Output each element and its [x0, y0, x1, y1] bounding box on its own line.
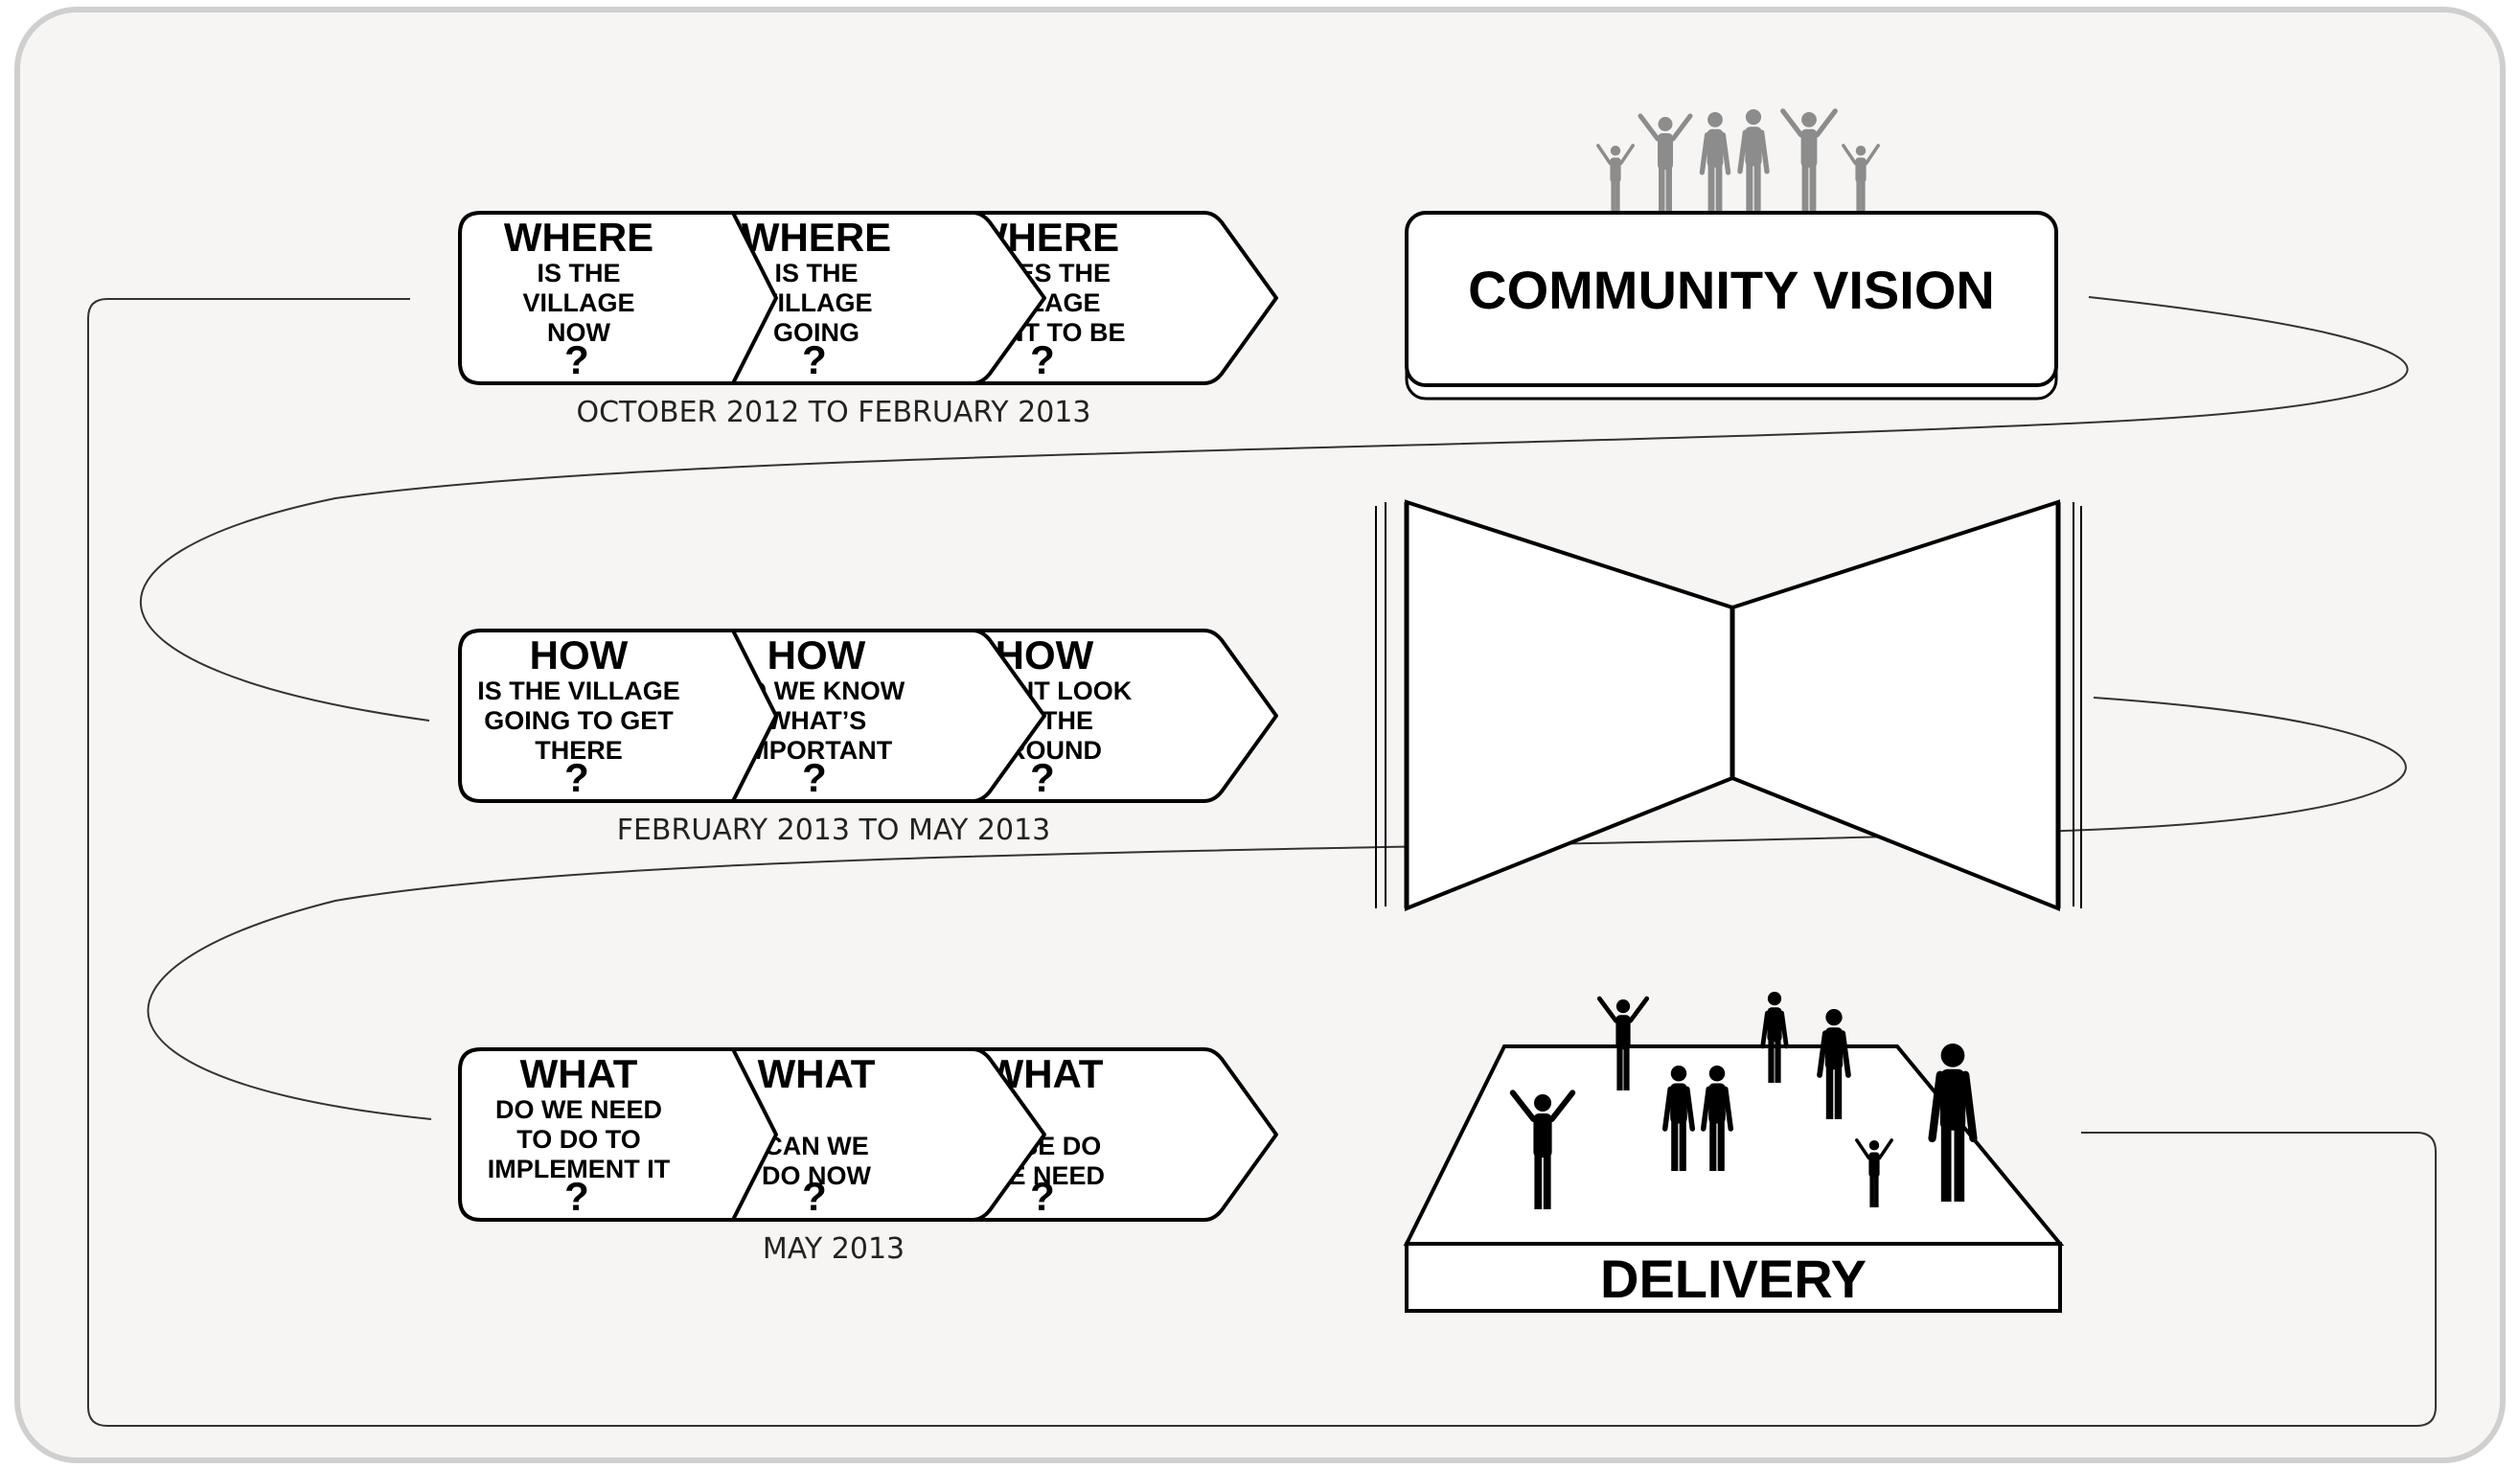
person-silhouette	[1928, 1044, 1978, 1202]
question-line: VILLAGE	[760, 288, 872, 317]
chevron-shape	[929, 1047, 1278, 1222]
person-silhouette	[1638, 113, 1693, 213]
question-line: CAN WE	[764, 1132, 869, 1160]
person-silhouette	[1780, 108, 1838, 213]
person-silhouette	[1855, 1138, 1893, 1207]
chevron-shape	[458, 629, 778, 803]
stage-caption: OCTOBER 2012 TO FEBRUARY 2013	[576, 396, 1090, 429]
flow-left-bracket	[87, 298, 2437, 1427]
person-silhouette	[1760, 992, 1789, 1083]
stage-caption: MAY 2013	[763, 1232, 905, 1266]
question-line: GOING TO GET	[484, 706, 674, 735]
vision-box	[1405, 211, 2058, 387]
people-silhouettes-icon	[1596, 108, 1880, 213]
chevron-shape	[929, 629, 1278, 803]
chevron-shape	[698, 629, 1046, 803]
question-line: DO WE NEED	[495, 1095, 662, 1124]
question-line: NOW	[547, 318, 611, 347]
chevron-shape	[698, 1047, 1046, 1222]
question-mark: ?	[564, 1174, 589, 1219]
question-line: IMPLEMENT IT	[488, 1155, 671, 1183]
question-line: GOING	[773, 318, 859, 347]
question-mark: ?	[802, 755, 827, 800]
question-line: IMPORTANT	[741, 736, 893, 765]
question-heading: WHAT	[520, 1051, 638, 1096]
vision-label: COMMUNITY VISION	[1468, 260, 1995, 320]
community-vision-block: COMMUNITY VISION	[1405, 108, 2058, 401]
chevron-shape	[698, 211, 1046, 385]
question-line: WHAT’S	[767, 706, 866, 735]
question-heading: WHAT	[758, 1051, 876, 1096]
question-line: IS THE	[537, 259, 620, 287]
person-silhouette	[1509, 1090, 1576, 1209]
question-mark: ?	[802, 337, 827, 382]
question-mark: ?	[1030, 755, 1055, 800]
question-mark: ?	[802, 1174, 827, 1219]
chevron-shape	[929, 211, 1278, 385]
person-silhouette	[1817, 1009, 1851, 1119]
question-line: DO NOW	[762, 1161, 872, 1190]
question-line: TO DO TO	[516, 1125, 641, 1154]
people-silhouettes-icon	[1509, 992, 1978, 1209]
question-heading: WHERE	[504, 215, 653, 260]
person-silhouette	[1700, 1066, 1734, 1171]
open-book-icon	[1375, 499, 2082, 911]
person-silhouette	[1699, 112, 1731, 213]
stage-platform-icon: DELIVERY	[1403, 992, 2065, 1313]
question-line: VILLAGE	[522, 288, 634, 317]
flow-loop-2	[147, 697, 2407, 1120]
person-silhouette	[1842, 144, 1880, 213]
question-heading: HOW	[530, 632, 629, 677]
question-heading: WHERE	[742, 215, 891, 260]
chevron-shape	[458, 1047, 778, 1222]
person-silhouette	[1737, 109, 1770, 213]
flow-loop-1	[139, 296, 2409, 722]
platform-front	[1405, 1242, 2062, 1313]
question-line: IS THE VILLAGE	[477, 677, 680, 705]
question-line: THERE	[535, 736, 623, 765]
delivery-label: DELIVERY	[1600, 1249, 1867, 1309]
person-silhouette	[1661, 1066, 1696, 1171]
chevron-shape	[458, 211, 778, 385]
question-heading: HOW	[767, 632, 866, 677]
question-mark: ?	[564, 755, 589, 800]
person-silhouette	[1596, 996, 1650, 1090]
question-mark: ?	[564, 337, 589, 382]
person-silhouette	[1596, 144, 1635, 213]
question-mark: ?	[1030, 337, 1055, 382]
stage-caption: FEBRUARY 2013 TO MAY 2013	[617, 814, 1051, 847]
question-line: IS THE	[774, 259, 858, 287]
flow-path	[87, 296, 2437, 1427]
question-mark: ?	[1030, 1174, 1055, 1219]
